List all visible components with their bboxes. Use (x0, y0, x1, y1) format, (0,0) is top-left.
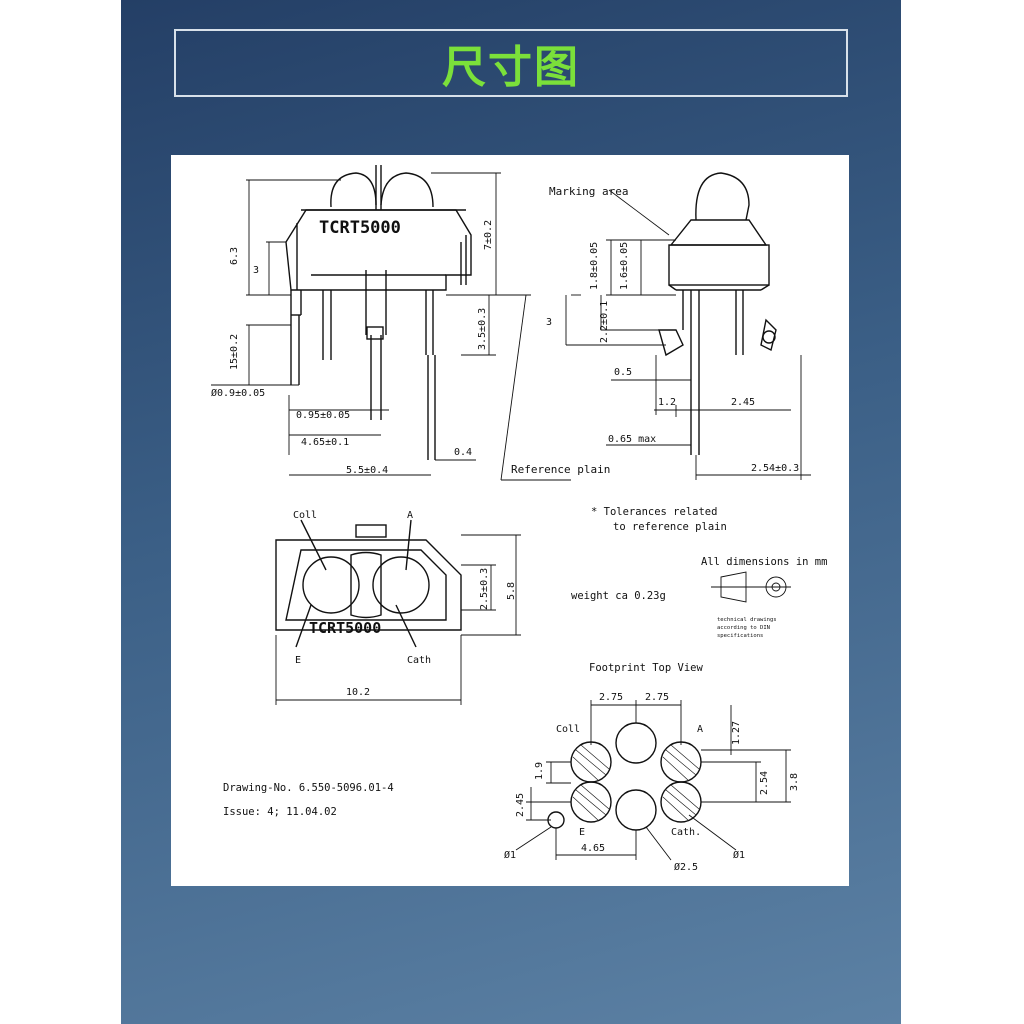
footprint-title: Footprint Top View (589, 662, 703, 674)
marking-area-label: Marking area (549, 185, 628, 198)
right-view (658, 172, 777, 455)
dim-0-4: 0.4 (454, 447, 472, 458)
side-view (285, 165, 472, 460)
footprint-view (547, 722, 702, 831)
tech-note-line1: technical drawings (717, 617, 777, 623)
dim-15: 15±0.2 (229, 334, 240, 370)
dim-1-2: 1.2 (658, 397, 676, 408)
fp-dim-2-75a: 2.75 (599, 692, 623, 703)
fp-dim-d1-left: Ø1 (504, 849, 516, 861)
dim-5-5: 5.5±0.4 (346, 465, 388, 476)
fp-dim-2-54: 2.54 (759, 771, 770, 795)
dim-3-5: 3.5±0.3 (477, 308, 488, 350)
dim-0-95: 0.95±0.05 (296, 410, 350, 421)
dim-0-65: 0.65 max (608, 434, 656, 445)
dim-0-5: 0.5 (614, 367, 632, 378)
fp-dim-d1-right: Ø1 (733, 849, 745, 861)
footprint-e-label: E (579, 827, 585, 838)
reference-plain-label: Reference plain (511, 463, 610, 476)
part-name-top: TCRT5000 (309, 619, 381, 637)
title-frame: 尺寸图 (174, 29, 848, 97)
tech-note-line3: specifications (717, 633, 763, 639)
dim-4-65: 4.65±0.1 (301, 437, 349, 448)
tolerance-note-line1: * Tolerances related (591, 506, 717, 518)
all-dimensions-note: All dimensions in mm (701, 556, 827, 568)
a-label: A (407, 510, 413, 521)
dim-1-8: 1.8±0.05 (589, 242, 600, 290)
dimension-drawing: TCRT5000 TCRT5000 Marking area Reference… (211, 165, 827, 873)
fp-dim-2-75b: 2.75 (645, 692, 669, 703)
dim-0-9: Ø0.9±0.05 (211, 387, 265, 399)
fp-dim-d2-5: Ø2.5 (674, 861, 698, 873)
projection-symbol (711, 571, 791, 603)
dim-2-54: 2.54±0.3 (751, 463, 799, 474)
fp-dim-4-65: 4.65 (581, 843, 605, 854)
dim-2-5: 2.5±0.3 (479, 568, 490, 610)
tolerance-note-line2: to reference plain (613, 521, 727, 533)
dim-2-45: 2.45 (731, 397, 755, 408)
tech-note-line2: according to DIN (717, 625, 770, 631)
dim-3-right: 3 (546, 317, 552, 328)
footprint-cath-label: Cath. (671, 827, 701, 838)
drawing-number: Drawing-No. 6.550-5096.01-4 (223, 782, 394, 794)
cath-label: Cath (407, 655, 431, 666)
issue-number: Issue: 4; 11.04.02 (223, 806, 337, 818)
fp-dim-1-9: 1.9 (534, 762, 545, 780)
dimension-drawing-sheet: TCRT5000 TCRT5000 Marking area Reference… (171, 155, 849, 886)
footprint-a-label: A (697, 724, 703, 735)
page-title: 尺寸图 (442, 42, 580, 93)
dim-5-8: 5.8 (506, 582, 517, 600)
weight-note: weight ca 0.23g (571, 590, 666, 602)
e-label: E (295, 655, 301, 666)
footprint-coll-label: Coll (556, 724, 580, 735)
fp-dim-1-27: 1.27 (731, 721, 742, 745)
dim-10-2: 10.2 (346, 687, 370, 698)
coll-label: Coll (293, 510, 317, 521)
top-view (275, 519, 462, 648)
dim-1-6: 1.6±0.05 (619, 242, 630, 290)
dim-7: 7±0.2 (483, 220, 494, 250)
part-name-side: TCRT5000 (319, 218, 401, 238)
dim-2-2: 2.2±0.1 (599, 301, 610, 343)
fp-dim-2-45: 2.45 (515, 793, 526, 817)
dim-3-left: 3 (253, 265, 259, 276)
fp-dim-3-8: 3.8 (789, 773, 800, 791)
dim-6-3: 6.3 (229, 247, 240, 265)
